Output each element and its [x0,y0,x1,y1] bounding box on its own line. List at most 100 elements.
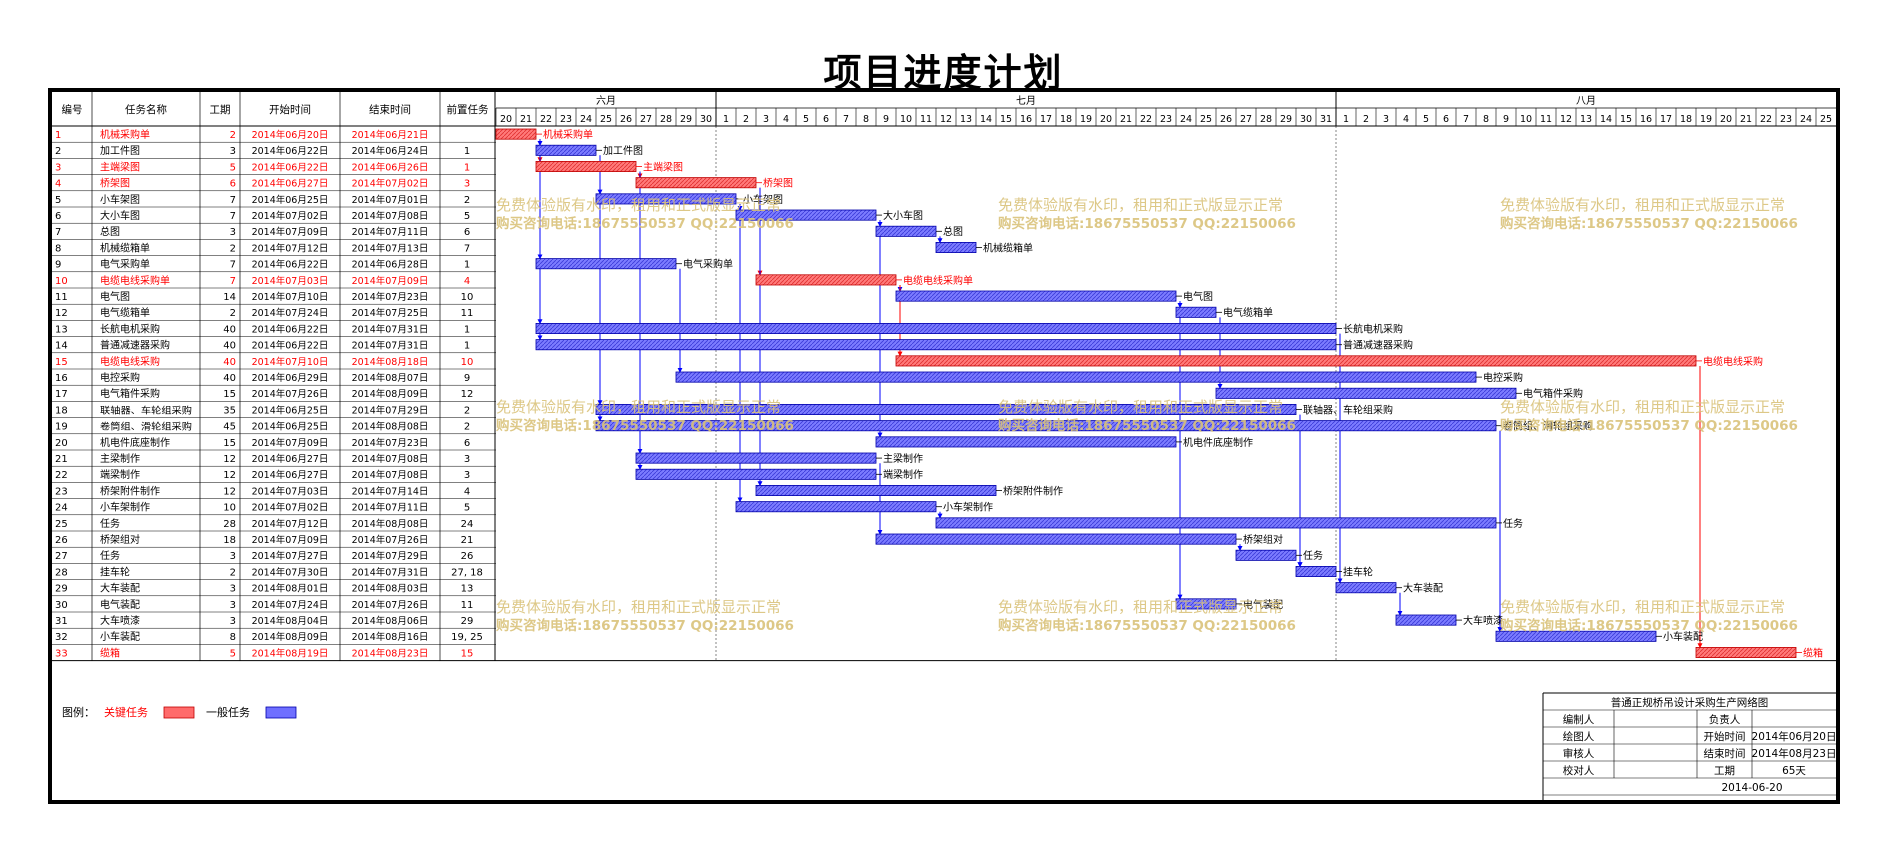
task-duration: 7 [230,195,236,206]
day-label: 13 [1580,114,1592,125]
bar-label: 机械缆箱单 [983,241,1033,254]
task-end: 2014年07月31日 [352,323,429,335]
info-box-cell: 结束时间 [1704,747,1746,760]
task-name: 电缆电线采购单 [100,274,170,287]
day-label: 9 [883,114,889,125]
task-id: 33 [55,648,68,659]
task-id: 16 [55,373,68,384]
task-duration: 3 [230,584,236,595]
gantt-bar [755,274,897,286]
task-predecessor: 24 [461,519,474,530]
task-name: 小车装配 [100,630,140,643]
task-name: 电气装配 [100,598,140,611]
task-start: 2014年06月20日 [252,129,329,141]
task-end: 2014年06月28日 [352,259,429,271]
legend-prefix: 图例： [62,705,95,719]
gantt-bar [755,484,997,496]
day-label: 10 [900,114,912,125]
task-predecessor: 3 [464,179,470,190]
task-end: 2014年07月11日 [352,226,429,238]
task-duration: 40 [223,373,236,384]
task-start: 2014年06月22日 [252,161,329,173]
bar-label: 大车装配 [1403,582,1443,595]
gantt-bar [1295,566,1337,578]
day-label: 4 [783,114,789,125]
task-start: 2014年07月02日 [252,502,329,514]
task-id: 8 [55,243,61,254]
task-duration: 12 [223,470,236,481]
task-duration: 28 [223,519,236,530]
gantt-bar [635,452,877,464]
task-name: 机械缆箱单 [100,241,150,254]
info-box-cell: 2014年08月23日 [1752,747,1837,760]
watermark-line1: 免费体验版有水印，租用和正式版显示正常 [998,196,1283,214]
task-end: 2014年06月21日 [352,129,429,141]
task-duration: 15 [223,438,236,449]
task-end: 2014年06月24日 [352,145,429,157]
task-name: 大小车图 [100,209,140,222]
task-duration: 7 [230,276,236,287]
watermark-line1: 免费体验版有水印，租用和正式版显示正常 [998,598,1283,616]
task-end: 2014年07月31日 [352,566,429,578]
gantt-bar [935,517,1497,529]
watermark-line2: 购买咨询电话:18675550537 QQ:22150066 [1500,215,1798,232]
task-start: 2014年08月01日 [252,583,329,595]
legend-normal-label: 一般任务 [206,706,250,719]
task-start: 2014年07月12日 [252,242,329,254]
day-label: 2 [743,114,749,125]
day-label: 21 [1740,114,1752,125]
task-predecessor: 13 [461,584,474,595]
task-start: 2014年07月10日 [252,356,329,368]
day-label: 6 [823,114,829,125]
bar-label: 端梁制作 [883,468,923,481]
watermark-line1: 免费体验版有水印，租用和正式版显示正常 [1500,196,1785,214]
day-label: 30 [700,114,712,125]
gantt-bar [535,258,677,270]
bar-label: 电气缆箱单 [1223,306,1273,319]
task-predecessor: 2 [464,195,470,206]
bar-label: 主端梁图 [643,160,683,173]
bar-label: 任务 [1303,549,1323,562]
info-box-cell: 校对人 [1563,764,1595,777]
month-label: 七月 [1016,95,1036,107]
task-start: 2014年07月24日 [252,307,329,319]
day-label: 8 [1483,114,1489,125]
task-start: 2014年07月30日 [252,566,329,578]
task-start: 2014年06月29日 [252,372,329,384]
task-duration: 3 [230,551,236,562]
task-id: 14 [55,341,68,352]
task-name: 机电件底座制作 [100,436,170,449]
chart-frame [48,88,1840,804]
bar-label: 桥架图 [763,178,793,190]
task-end: 2014年07月14日 [352,485,429,497]
task-start: 2014年07月12日 [252,518,329,530]
task-id: 15 [55,357,68,368]
day-label: 22 [1760,114,1772,125]
day-label: 7 [843,114,849,125]
watermark-line1: 免费体验版有水印，租用和正式版显示正常 [1500,398,1785,416]
page-title: 项目进度计划 [823,50,1064,95]
task-name: 桥架附件制作 [100,484,160,497]
day-label: 30 [1300,114,1312,125]
task-name: 小车架制作 [100,501,150,514]
task-name: 任务 [100,549,120,562]
watermark-line1: 免费体验版有水印，租用和正式版显示正常 [1500,598,1785,616]
task-predecessor: 5 [464,211,470,222]
bar-label: 电气图 [1183,290,1213,303]
watermark-line2: 购买咨询电话:18675550537 QQ:22150066 [496,617,794,634]
task-duration: 10 [223,503,236,514]
task-id: 28 [55,567,68,578]
task-predecessor: 4 [464,486,470,497]
gantt-bar [875,436,1177,448]
task-id: 30 [55,600,68,611]
task-name: 端梁制作 [100,468,140,481]
day-label: 10 [1520,114,1532,125]
